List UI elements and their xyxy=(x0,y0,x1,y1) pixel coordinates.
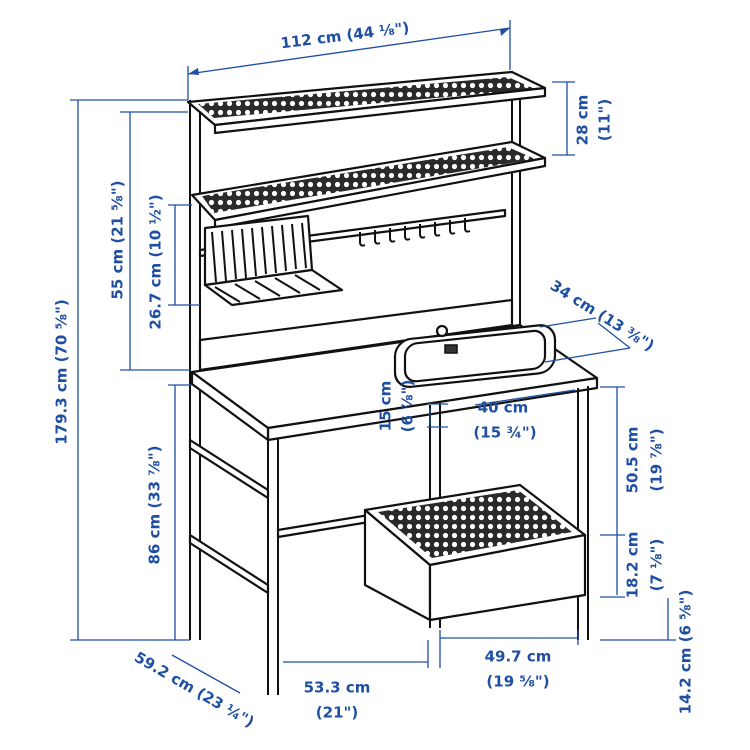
counter-height-label: 86 cm (33 ⅞") xyxy=(146,446,164,565)
bottom-shelf-perforation xyxy=(378,490,572,558)
dish-rack xyxy=(203,214,344,307)
backsplash xyxy=(198,298,514,372)
drawer-front xyxy=(428,533,587,622)
right-width-in-label: (19 ⅝") xyxy=(486,673,549,691)
sink-bowl xyxy=(403,329,547,383)
sink-width-cm-label: 40 cm xyxy=(478,399,529,417)
side-rail-upper xyxy=(188,438,270,500)
sink-drain xyxy=(444,344,458,354)
middle-shelf-edge xyxy=(213,156,547,230)
bowl-depth-cm-label: 15 cm xyxy=(377,381,395,432)
floor-clearance-label: 14.2 cm (6 ⅝") xyxy=(677,590,695,715)
under-sink-cm-label: 50.5 cm xyxy=(624,427,642,494)
tap-hole xyxy=(435,324,449,338)
total-height-label: 179.3 cm (70 ⅝") xyxy=(53,299,71,445)
top-shelf-edge xyxy=(213,86,547,135)
drawer-height-in-label: (7 ⅛") xyxy=(648,539,666,592)
top-shelf-perforation xyxy=(198,77,535,118)
left-width-in-label: (21") xyxy=(316,704,358,722)
under-sink-in-label: (19 ⅞") xyxy=(648,428,666,491)
shelf-gap-in-label: (11") xyxy=(596,99,614,141)
total-width-label: 112 cm (44 ⅛") xyxy=(280,19,411,53)
dimension-lines xyxy=(70,20,676,694)
middle-shelf-perforation xyxy=(202,147,535,213)
bowl-depth-in-label: (6 ⅞") xyxy=(399,380,417,433)
sink-width-in-label: (15 ¾") xyxy=(473,424,536,442)
rail-height-label: 26.7 cm (10 ½") xyxy=(147,194,165,329)
depth-label: 59.2 cm (23 ¼") xyxy=(131,648,257,731)
left-width-cm-label: 53.3 cm xyxy=(304,679,371,697)
upper-height-label: 55 cm (21 ⅝") xyxy=(109,181,127,300)
sink-depth-label: 34 cm (13 ⅜") xyxy=(547,276,657,354)
right-width-cm-label: 49.7 cm xyxy=(485,648,552,666)
side-rail-lower xyxy=(188,533,270,595)
shelf-gap-cm-label: 28 cm xyxy=(574,95,592,146)
kitchen-unit-drawing xyxy=(186,70,599,695)
drawer-height-cm-label: 18.2 cm xyxy=(624,532,642,599)
hooks xyxy=(359,218,471,247)
